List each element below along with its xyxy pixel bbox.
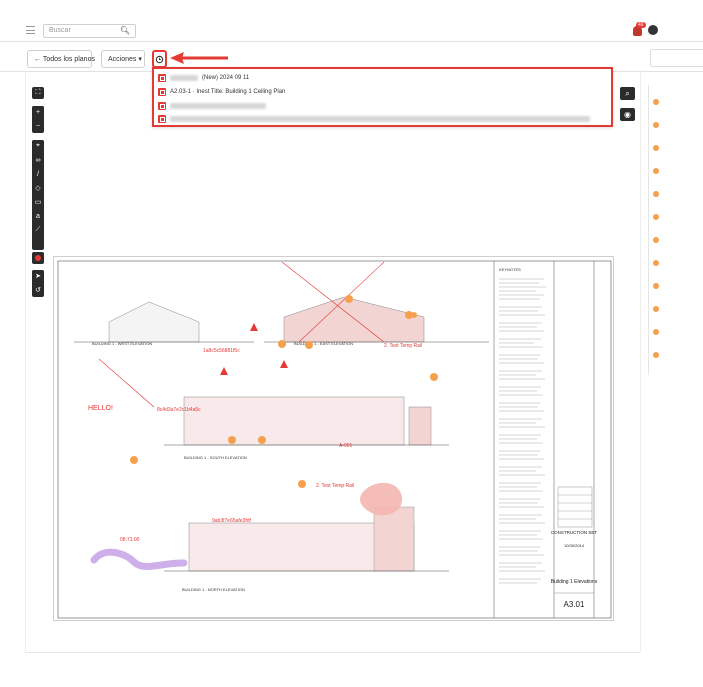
list-item[interactable] <box>653 329 659 335</box>
list-item[interactable] <box>653 237 659 243</box>
color-picker-icon[interactable] <box>32 252 44 264</box>
bell-icon <box>633 26 642 36</box>
revision-label: (New) 2024 09 11 <box>202 75 250 81</box>
bottom-divider <box>25 652 640 653</box>
list-item[interactable] <box>653 122 659 128</box>
plan-icon <box>158 115 166 123</box>
markup-hello: HELLO! <box>88 405 113 412</box>
pin-icon[interactable]: ⌖ <box>32 140 44 152</box>
link-icon[interactable]: ∞ <box>32 154 44 166</box>
annotation-arrow <box>170 52 228 64</box>
content-border-right <box>640 72 641 652</box>
select-cursor-icon[interactable]: ➤ <box>32 270 44 282</box>
south-elevation: BUILDING 1 - SOUTH ELEVATION <box>164 396 449 460</box>
blurred-text <box>170 75 198 81</box>
list-item[interactable] <box>653 168 659 174</box>
undo-icon[interactable]: ↺ <box>32 284 44 296</box>
revision-item[interactable]: (New) 2024 09 11 <box>158 73 249 83</box>
content-border-left <box>25 72 26 652</box>
text-icon[interactable]: a <box>32 210 44 222</box>
title-block-status: CONSTRUCTION SET <box>551 530 598 535</box>
plan-icon <box>158 102 166 110</box>
blurred-text <box>170 103 266 109</box>
drawing-canvas: KEYNOTES CONSTRUCTION SET 10/30/2014 Bui… <box>57 260 612 619</box>
east-elevation: BUILDING 1 - EAST ELEVATION <box>264 261 489 346</box>
elevation-label: BUILDING 1 - NORTH ELEVATION <box>182 587 245 592</box>
list-item[interactable] <box>653 99 659 105</box>
revision-history-button[interactable] <box>152 50 167 68</box>
zoom-out-icon[interactable]: − <box>32 120 44 132</box>
fullscreen-icon[interactable]: ⛶ <box>32 87 44 99</box>
markup-label: 2. Test Temp Rail <box>384 343 422 349</box>
markup-list-panel <box>648 85 703 375</box>
plan-icon <box>158 88 166 96</box>
search-icon[interactable]: 🔍︎ <box>119 26 130 35</box>
help-icon[interactable] <box>648 25 658 35</box>
plan-sheet[interactable]: KEYNOTES CONSTRUCTION SET 10/30/2014 Bui… <box>53 256 614 621</box>
notification-bell[interactable]: 49 <box>633 22 646 36</box>
search-icon[interactable]: ⌕ <box>620 87 635 100</box>
revision-dropdown: (New) 2024 09 11 A2.03-1 · Inest Title: … <box>152 67 613 127</box>
markup-label: 08:71:00 <box>120 537 140 543</box>
title-block: CONSTRUCTION SET 10/30/2014 Building 1 E… <box>551 486 598 609</box>
measure-icon[interactable]: ⟋ <box>32 224 44 236</box>
list-item[interactable] <box>653 352 659 358</box>
sheet-number: A3.01 <box>564 600 585 609</box>
markup-label: A-001 <box>339 443 353 449</box>
markup-label: 2. Test Temp Rail <box>316 483 354 489</box>
elevation-label: BUILDING 1 - SOUTH ELEVATION <box>184 455 247 460</box>
notification-badge: 49 <box>636 22 646 28</box>
revision-item[interactable] <box>158 114 594 124</box>
keynotes-title: KEYNOTES <box>499 267 521 272</box>
actions-dropdown[interactable]: Acciones ▾ <box>101 50 145 68</box>
menu-icon[interactable] <box>26 26 35 34</box>
list-item[interactable] <box>653 145 659 151</box>
title-block-date: 10/30/2014 <box>564 543 585 548</box>
markups <box>90 295 438 570</box>
zoom-group: + − <box>32 106 44 133</box>
list-item[interactable] <box>653 306 659 312</box>
markup-label: 8c4d3a7e2c1b4a5c <box>157 407 201 413</box>
elevation-label: BUILDING 1 - EAST ELEVATION <box>294 341 353 346</box>
markup-tools: ⌖ ∞ / ◇ ▭ a ⟋ <box>32 140 44 250</box>
list-item[interactable] <box>653 191 659 197</box>
history-icon <box>155 55 164 63</box>
plan-icon <box>158 74 166 82</box>
toolbar-right-control[interactable] <box>650 49 703 67</box>
list-item[interactable] <box>653 283 659 289</box>
stamp-icon[interactable]: ▭ <box>32 196 44 208</box>
markup-label: 9ab3f7e65afe3fdf <box>212 518 252 524</box>
elevation-label: BUILDING 1 - WEST ELEVATION <box>92 341 152 346</box>
back-to-plans-button[interactable]: ← Todos los planos <box>27 50 95 68</box>
eye-icon[interactable]: ◉ <box>620 108 635 121</box>
sheet-title: Building 1 Elevations <box>551 579 598 585</box>
west-elevation: BUILDING 1 - WEST ELEVATION <box>74 301 254 346</box>
pen-icon[interactable]: / <box>32 168 44 180</box>
list-item[interactable] <box>653 260 659 266</box>
revision-item[interactable] <box>158 101 270 111</box>
zoom-in-icon[interactable]: + <box>32 106 44 118</box>
markup-label: 1a8c5c56881f5c <box>203 348 240 354</box>
top-bar: Buscar 🔍︎ 49 <box>0 0 703 42</box>
north-elevation: BUILDING 1 - NORTH ELEVATION <box>164 506 449 592</box>
shape-icon[interactable]: ◇ <box>32 182 44 194</box>
search-input[interactable]: Buscar 🔍︎ <box>43 24 136 38</box>
keynotes-list <box>499 278 546 584</box>
blurred-text <box>170 116 590 122</box>
select-group: ➤ ↺ <box>32 270 44 297</box>
list-item[interactable] <box>653 214 659 220</box>
revision-label: A2.03-1 · Inest Title: Building 1 Ceilin… <box>170 89 286 95</box>
revision-item[interactable]: A2.03-1 · Inest Title: Building 1 Ceilin… <box>158 87 285 97</box>
search-placeholder: Buscar <box>49 27 71 34</box>
